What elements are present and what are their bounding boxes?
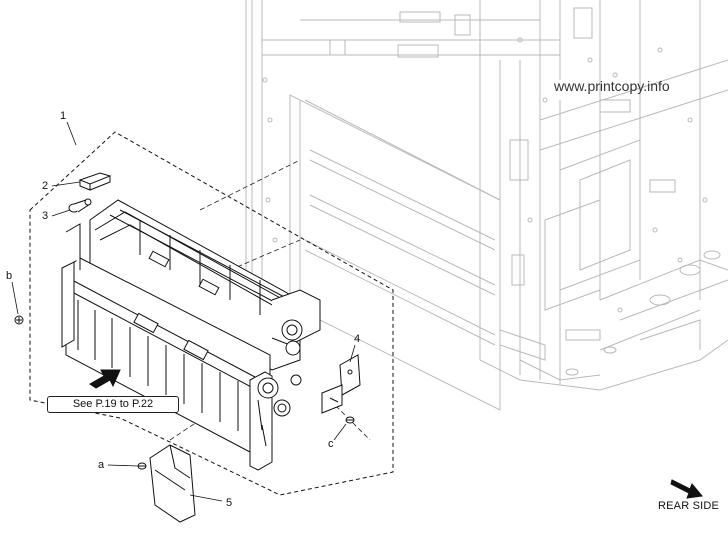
callout-1: 1 (60, 110, 67, 122)
machine-frame (245, 0, 728, 411)
assembly-boundary (29, 131, 394, 496)
transfer-unit-assembly (61, 199, 321, 471)
callout-leaders (11, 121, 356, 502)
part-5-side-cover (149, 444, 196, 523)
part-2-pad (78, 172, 112, 191)
screw-b (14, 315, 24, 325)
callout-3: 3 (42, 210, 49, 222)
insertion-arrow-icon (89, 369, 121, 389)
watermark-text: www.printcopy.info (554, 78, 670, 94)
part-4-bracket (321, 354, 361, 414)
callout-5: 5 (226, 497, 233, 509)
callout-a: a (98, 459, 105, 471)
rear-side-arrow-icon (670, 479, 703, 499)
page-reference-box: See P.19 to P.22 (47, 396, 179, 413)
callout-b: b (6, 270, 13, 282)
screw-a (137, 462, 147, 470)
rear-side-label: REAR SIDE (658, 500, 720, 512)
part-3-bushing (68, 198, 92, 213)
screw-c (345, 416, 355, 424)
callout-c: c (328, 438, 334, 450)
callout-4: 4 (354, 333, 361, 345)
callout-2: 2 (42, 180, 49, 192)
